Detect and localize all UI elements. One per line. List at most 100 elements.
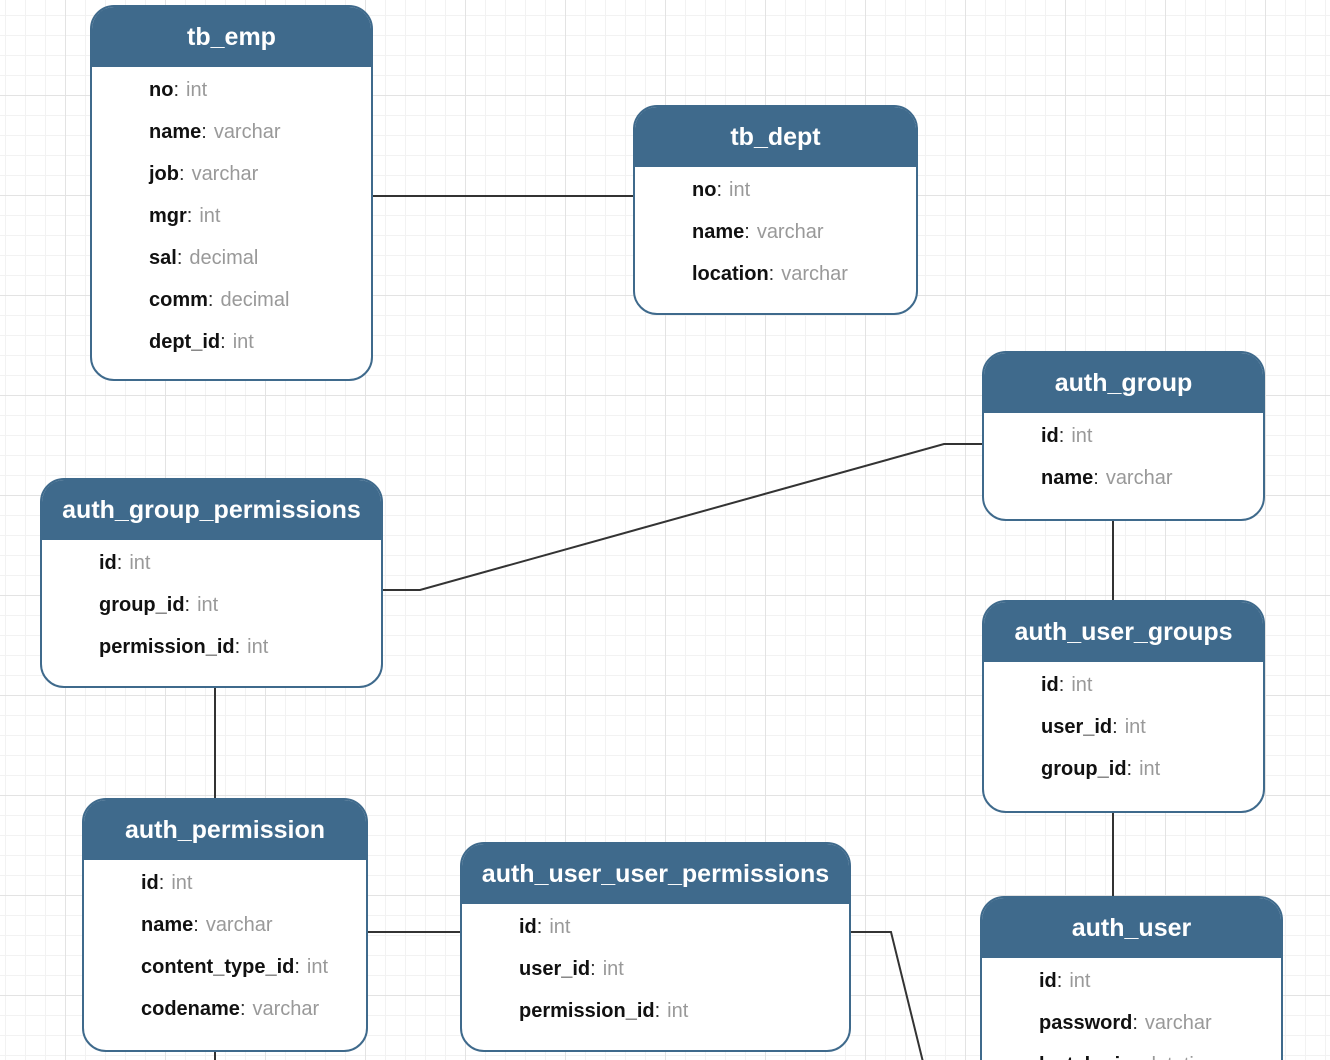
table-field-row: noint xyxy=(635,169,916,211)
table-fields: noint name varchar location varchar xyxy=(635,167,916,295)
field-type: varchar xyxy=(213,121,281,143)
table-field-row: password varchar xyxy=(982,1002,1281,1044)
field-type: int xyxy=(1071,674,1093,696)
field-name: name xyxy=(149,121,207,143)
table-title: tb_emp xyxy=(92,7,371,67)
field-type: int xyxy=(1139,758,1161,780)
field-type: varchar xyxy=(252,998,320,1020)
table-tb_emp[interactable]: tb_emp noint namevarchar jobvarchar mgri… xyxy=(90,5,373,381)
field-name: name xyxy=(1041,467,1099,489)
field-type: varchar xyxy=(1105,467,1173,489)
table-field-row: codename varchar xyxy=(84,988,366,1030)
table-field-row: mgrint xyxy=(92,195,371,237)
table-field-row: dept_id int xyxy=(92,321,371,363)
field-name: user_id xyxy=(519,958,596,980)
field-name: location xyxy=(692,263,774,285)
table-auth_permission[interactable]: auth_permission idint namevarchar conten… xyxy=(82,798,368,1052)
field-name: group_id xyxy=(1041,758,1132,780)
table-fields: idint password varchar last_login datetime xyxy=(982,958,1281,1060)
field-name: name xyxy=(141,914,199,936)
table-field-row: idint xyxy=(462,906,849,948)
field-type: varchar xyxy=(1144,1012,1212,1034)
table-fields: noint namevarchar jobvarchar mgrint sald… xyxy=(92,67,371,363)
field-type: int xyxy=(549,916,571,938)
table-title: auth_group xyxy=(984,353,1263,413)
field-name: id xyxy=(1039,970,1062,992)
table-field-row: noint xyxy=(92,69,371,111)
field-name: comm xyxy=(149,289,213,311)
field-name: id xyxy=(1041,425,1064,447)
edge-auth_group_permissions-auth_group[interactable] xyxy=(383,443,982,591)
table-title: auth_group_permissions xyxy=(42,480,381,540)
field-type: decimal xyxy=(220,289,290,311)
table-field-row: name varchar xyxy=(984,457,1263,499)
edge-auth_user_user_permissions-offscreen[interactable] xyxy=(851,931,924,1060)
field-type: varchar xyxy=(756,221,824,243)
field-type: varchar xyxy=(191,163,259,185)
field-name: codename xyxy=(141,998,246,1020)
field-name: content_type_id xyxy=(141,956,300,978)
field-type: datetime xyxy=(1145,1054,1222,1060)
table-field-row: user_idint xyxy=(984,706,1263,748)
table-fields: idint user_idint group_idint xyxy=(984,662,1263,790)
table-field-row: name varchar xyxy=(635,211,916,253)
field-name: password xyxy=(1039,1012,1138,1034)
table-auth_user_groups[interactable]: auth_user_groups idint user_idint group_… xyxy=(982,600,1265,813)
field-type: int xyxy=(247,636,269,658)
table-field-row: user_id int xyxy=(462,948,849,990)
table-field-row: permission_id int xyxy=(42,626,381,668)
table-field-row: location varchar xyxy=(635,253,916,295)
table-title: auth_user xyxy=(982,898,1281,958)
table-title: auth_user_user_permissions xyxy=(462,844,849,904)
field-type: int xyxy=(1071,425,1093,447)
table-field-row: idint xyxy=(84,862,366,904)
table-field-row: group_id int xyxy=(984,748,1263,790)
table-auth_user[interactable]: auth_user idint password varchar last_log… xyxy=(980,896,1283,1060)
table-fields: idint group_idint permission_idint xyxy=(42,540,381,668)
field-type: int xyxy=(667,1000,689,1022)
field-type: int xyxy=(729,179,751,201)
table-field-row: group_idint xyxy=(42,584,381,626)
table-fields: idint user_idint permission_idint xyxy=(462,904,849,1032)
table-field-row: idint xyxy=(984,664,1263,706)
table-field-row: idint xyxy=(982,960,1281,1002)
field-name: name xyxy=(692,221,750,243)
table-field-row: name varchar xyxy=(92,111,371,153)
field-name: id xyxy=(1041,674,1064,696)
field-type: int xyxy=(199,205,221,227)
field-name: permission_id xyxy=(99,636,240,658)
table-field-row: job varchar xyxy=(92,153,371,195)
field-type: int xyxy=(171,872,193,894)
field-name: dept_id xyxy=(149,331,226,353)
field-name: job xyxy=(149,163,185,185)
field-type: int xyxy=(602,958,624,980)
field-name: id xyxy=(519,916,542,938)
table-fields: idint namevarchar content_type_idint cod… xyxy=(84,860,366,1030)
table-title: auth_user_groups xyxy=(984,602,1263,662)
table-fields: idint name varchar xyxy=(984,413,1263,499)
field-type: decimal xyxy=(189,247,259,269)
table-auth_group_permissions[interactable]: auth_group_permissions idint group_idint… xyxy=(40,478,383,688)
table-auth_group[interactable]: auth_group idint name varchar xyxy=(982,351,1265,521)
table-tb_dept[interactable]: tb_dept noint name varchar location varcha… xyxy=(633,105,918,315)
table-field-row: idint xyxy=(42,542,381,584)
field-type: int xyxy=(129,552,151,574)
table-field-row: idint xyxy=(984,415,1263,457)
table-field-row: sal decimal xyxy=(92,237,371,279)
field-name: sal xyxy=(149,247,182,269)
field-type: int xyxy=(232,331,254,353)
field-type: varchar xyxy=(205,914,273,936)
table-field-row: last_login datetime xyxy=(982,1044,1281,1060)
field-type: int xyxy=(197,594,219,616)
field-name: mgr xyxy=(149,205,192,227)
field-type: int xyxy=(1124,716,1146,738)
table-auth_user_user_permissions[interactable]: auth_user_user_permissions idint user_id… xyxy=(460,842,851,1052)
field-name: last_login xyxy=(1039,1054,1138,1060)
field-name: id xyxy=(99,552,122,574)
table-field-row: content_type_idint xyxy=(84,946,366,988)
table-title: tb_dept xyxy=(635,107,916,167)
field-type: int xyxy=(1069,970,1091,992)
field-name: permission_id xyxy=(519,1000,660,1022)
field-type: varchar xyxy=(781,263,848,285)
